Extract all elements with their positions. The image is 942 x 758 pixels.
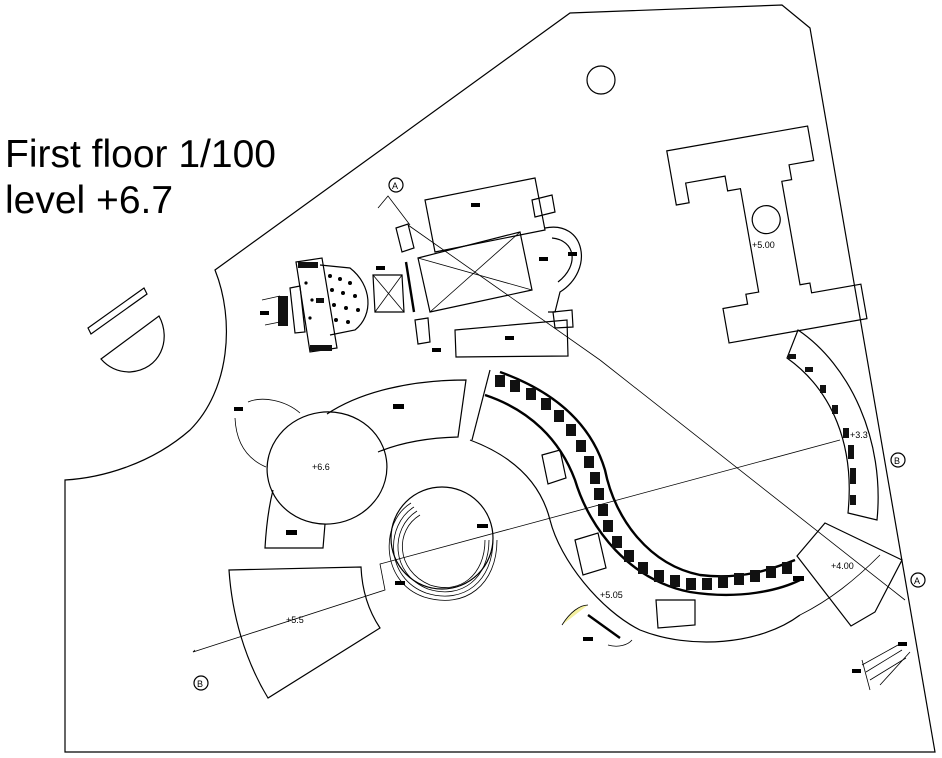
spiral-stair xyxy=(388,486,498,601)
sector-left xyxy=(228,566,381,699)
west-bench xyxy=(87,287,148,335)
section-marker-b-southwest[interactable]: B xyxy=(193,675,209,691)
section-marker-a-north[interactable]: A xyxy=(377,177,411,226)
round-feature xyxy=(586,65,616,95)
section-marker-b-east[interactable]: B xyxy=(890,452,906,468)
level-label-courtyard: +5.00 xyxy=(752,240,775,250)
site-boundary xyxy=(64,4,936,753)
oval-hall xyxy=(234,379,467,549)
level-label-oval-hall: +6.6 xyxy=(312,462,330,472)
section-line-a xyxy=(599,359,906,601)
section-marker-a-east[interactable]: A xyxy=(910,572,926,588)
courtyard-building xyxy=(666,125,868,344)
level-label-sector-left: +5.5 xyxy=(286,615,304,625)
title-line-2: level +6.7 xyxy=(5,179,174,222)
level-label-curved-wing: +5.05 xyxy=(600,590,623,600)
section-line-b xyxy=(192,439,841,653)
southeast-stair xyxy=(852,642,911,691)
southeast-arc xyxy=(799,554,881,616)
title-line-1: First floor 1/100 xyxy=(5,133,276,176)
south-stair xyxy=(561,604,633,647)
svg-text:B: B xyxy=(894,456,900,466)
southeast-block xyxy=(796,522,903,627)
svg-text:A: A xyxy=(392,181,398,191)
level-label-southeast-block: +4.00 xyxy=(831,561,854,571)
dining-area xyxy=(260,257,369,353)
north-building xyxy=(372,177,601,361)
east-arc xyxy=(786,329,879,521)
drawing-title: First floor 1/100 level +6.7 xyxy=(5,132,276,224)
west-semicircle xyxy=(100,315,165,373)
level-label-east-arc: +3.3 xyxy=(850,430,868,440)
svg-text:A: A xyxy=(914,576,920,586)
curved-wing xyxy=(469,369,804,643)
svg-text:B: B xyxy=(197,679,203,689)
